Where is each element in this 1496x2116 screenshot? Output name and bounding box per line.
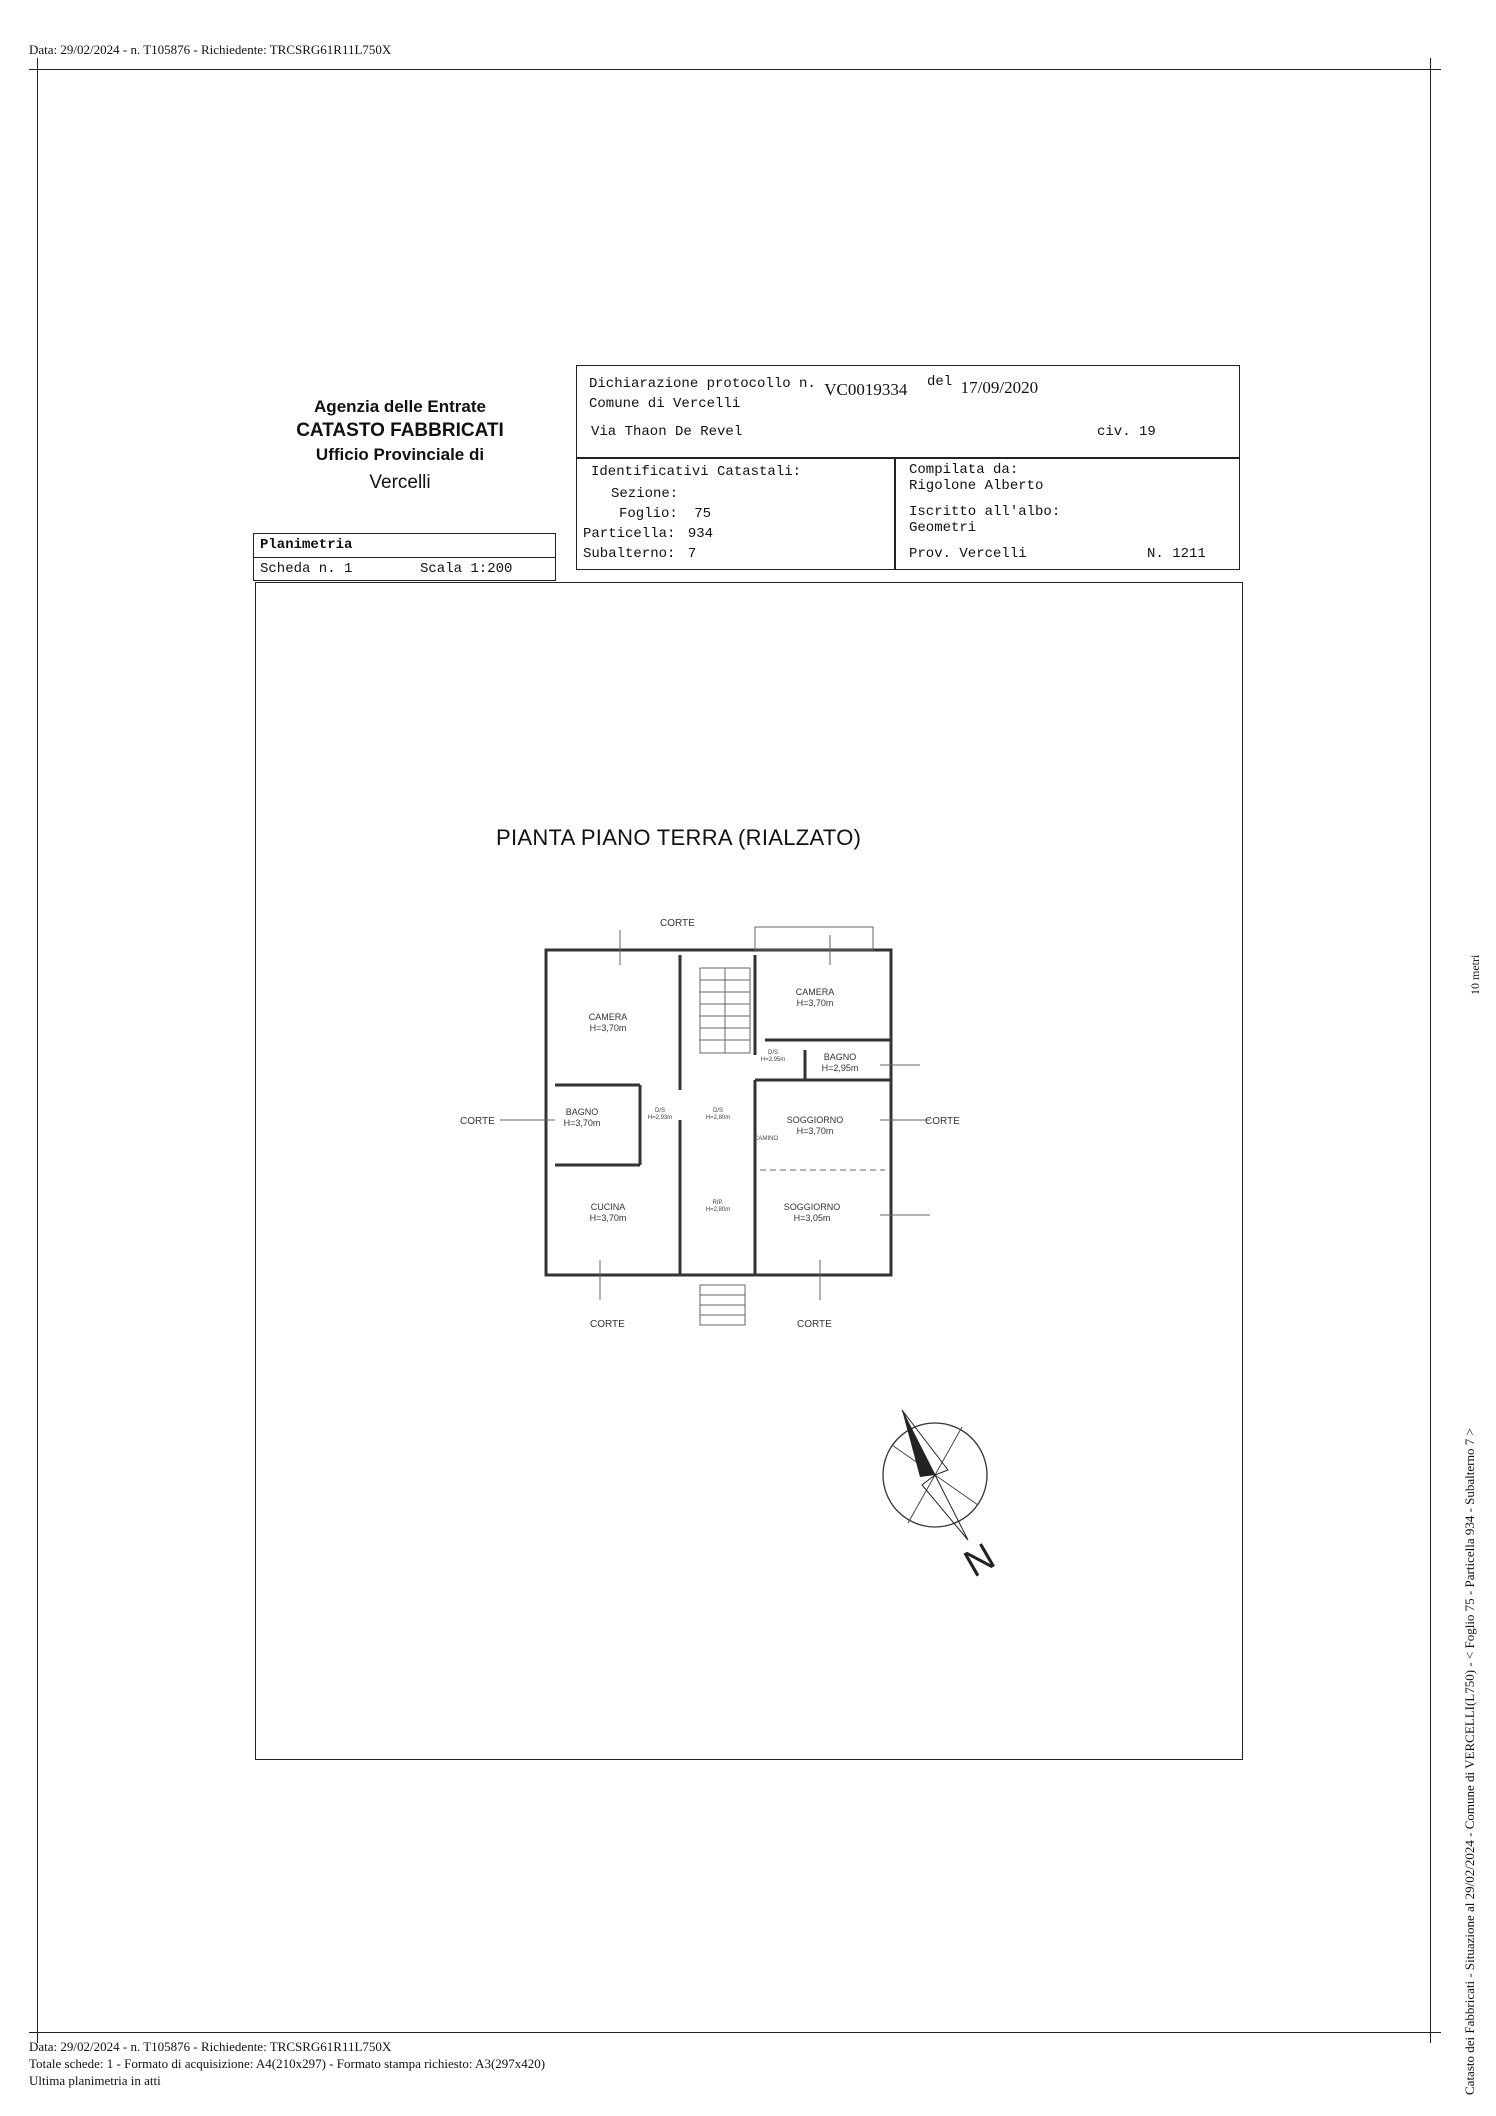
small-label: H=2,80m — [706, 1207, 731, 1213]
corte-label-top: CORTE — [660, 918, 695, 929]
small-label: D/S — [713, 1108, 723, 1114]
ufficio-label: Ufficio Provinciale di — [315, 445, 485, 464]
floor-plan: CORTE CORTE CORTE CORTE CORTE CAMERA H=3… — [460, 918, 960, 1330]
scala: Scala 1:200 — [420, 561, 513, 577]
frame-top — [29, 69, 1441, 71]
subalterno-label: Subalterno: — [583, 546, 676, 562]
drawing-frame — [255, 582, 1243, 1760]
room-name: SOGGIORNO — [787, 1115, 844, 1125]
room-name: BAGNO — [566, 1107, 599, 1117]
comune: Comune di Vercelli — [589, 396, 741, 412]
del-label: del — [927, 374, 953, 390]
plan-outer-wall — [544, 948, 893, 1277]
small-label: D/S — [768, 1050, 778, 1056]
small-label: D/S — [655, 1108, 665, 1114]
via: Via Thaon De Revel — [591, 424, 743, 440]
corte-label-bottom-right: CORTE — [797, 1319, 832, 1330]
frame-right — [1430, 58, 1432, 2043]
particella-label: Particella: — [583, 526, 676, 542]
small-label: H=2,80m — [706, 1115, 731, 1121]
scheda: Scheda n. 1 — [260, 561, 353, 577]
small-label: RIP. — [713, 1200, 724, 1206]
compiler-name: Rigolone Alberto — [909, 478, 1044, 494]
planimetria-box: Planimetria Scheda n. 1 Scala 1:200 — [253, 533, 556, 581]
identifiers-title: Identificativi Catastali: — [591, 464, 802, 480]
room-name: CAMERA — [589, 1012, 628, 1022]
compass-icon: N — [882, 1409, 1002, 1585]
albo-label: Iscritto all'albo: — [909, 504, 1061, 520]
foglio-label: Foglio: — [619, 506, 678, 522]
footer-line-2: Totale schede: 1 - Formato di acquisizio… — [29, 2056, 546, 2071]
compiler-label: Compilata da: — [909, 462, 1019, 478]
protocol-label: Dichiarazione protocollo n. — [589, 376, 816, 392]
small-label: H=2,93m — [648, 1115, 673, 1121]
corte-label-bottom-left: CORTE — [590, 1319, 625, 1330]
room-height: H=3,70m — [797, 998, 834, 1008]
footer-line-1: Data: 29/02/2024 - n. T105876 - Richiede… — [29, 2039, 392, 2054]
scale-mark: 10 metri — [1468, 954, 1482, 995]
frame-left — [37, 58, 39, 2043]
room-height: H=2,95m — [822, 1063, 859, 1073]
room-height: H=3,70m — [590, 1213, 627, 1223]
albo-value: Geometri — [909, 520, 977, 536]
subalterno-value: 7 — [687, 546, 697, 562]
room-height: H=3,70m — [590, 1023, 627, 1033]
compiler-box: Compilata da: Rigolone Alberto Iscritto … — [894, 457, 1240, 570]
planimetria-label: Planimetria — [260, 537, 353, 553]
header-request-line: Data: 29/02/2024 - n. T105876 - Richiede… — [29, 42, 392, 57]
small-label: CAMINO — [754, 1136, 778, 1142]
prov: Prov. Vercelli — [909, 546, 1027, 562]
room-height: H=3,70m — [797, 1126, 834, 1136]
room-height: H=3,70m — [564, 1118, 601, 1128]
particella-value: 934 — [687, 526, 714, 542]
room-name: BAGNO — [824, 1052, 857, 1062]
ufficio-city: Vercelli — [369, 472, 431, 493]
room-name: SOGGIORNO — [784, 1202, 841, 1212]
north-label: N — [957, 1536, 1002, 1585]
corte-label-left: CORTE — [460, 1116, 495, 1127]
side-vertical-text: Catasto dei Fabbricati - Situazione al 2… — [1462, 1428, 1477, 2095]
declaration-box: Dichiarazione protocollo n. VC0019334 de… — [576, 365, 1240, 459]
sezione-label: Sezione: — [611, 486, 679, 502]
corte-label-right: CORTE — [925, 1116, 960, 1127]
agency-name: Agenzia delle Entrate — [314, 397, 486, 416]
foglio-value: 75 — [694, 506, 712, 522]
small-label: H=2,95m — [761, 1057, 786, 1063]
civico: civ. 19 — [1097, 424, 1156, 440]
room-height: H=3,05m — [794, 1213, 831, 1223]
catasto-title: CATASTO FABBRICATI — [296, 420, 504, 441]
footer-line-3: Ultima planimetria in atti — [29, 2073, 161, 2088]
plan-title: PIANTA PIANO TERRA (RIALZATO) — [496, 825, 862, 850]
declaration-date: 17/09/2020 — [960, 378, 1039, 397]
protocol-number: VC0019334 — [824, 380, 908, 399]
room-name: CAMERA — [796, 987, 835, 997]
agency-block: Agenzia delle Entrate CATASTO FABBRICATI… — [270, 395, 530, 495]
room-name: CUCINA — [591, 1202, 626, 1212]
frame-bottom — [29, 2032, 1441, 2034]
identifiers-box: Identificativi Catastali: Sezione: Fogli… — [576, 457, 896, 570]
albo-number: N. 1211 — [1147, 546, 1206, 562]
